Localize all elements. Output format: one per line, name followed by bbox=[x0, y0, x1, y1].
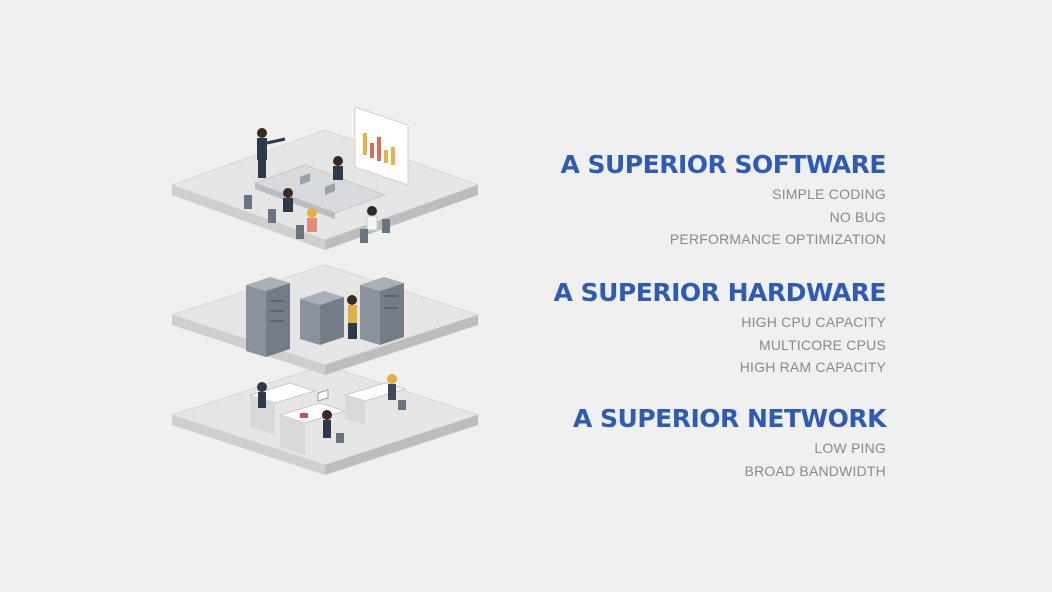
hardware-item: HIGH CPU CAPACITY bbox=[741, 314, 886, 330]
hardware-item: MULTICORE CPUS bbox=[759, 336, 886, 353]
hardware-heading: A SUPERIOR HARDWARE bbox=[553, 278, 887, 307]
software-item: PERFORMANCE OPTIMIZATION bbox=[669, 231, 886, 248]
isometric-building-illustration bbox=[170, 106, 480, 475]
middle-floor-server-room bbox=[170, 264, 480, 375]
software-heading: A SUPERIOR SOFTWARE bbox=[560, 150, 886, 179]
top-floor-meeting-room bbox=[170, 106, 480, 250]
bottom-floor-office bbox=[170, 364, 480, 475]
network-heading: A SUPERIOR NETWORK bbox=[572, 404, 887, 433]
software-item: SIMPLE CODING bbox=[772, 186, 886, 202]
software-item: NO BUG bbox=[829, 208, 886, 225]
hardware-item: HIGH RAM CAPACITY bbox=[739, 359, 886, 376]
network-item: LOW PING bbox=[814, 440, 886, 456]
network-item: BROAD BANDWIDTH bbox=[744, 462, 886, 479]
network-section: A SUPERIOR NETWORK LOW PING BROAD BANDWI… bbox=[572, 404, 887, 482]
hardware-section: A SUPERIOR HARDWARE HIGH CPU CAPACITY MU… bbox=[553, 278, 887, 379]
software-section: A SUPERIOR SOFTWARE SIMPLE CODING NO BUG… bbox=[560, 150, 886, 251]
